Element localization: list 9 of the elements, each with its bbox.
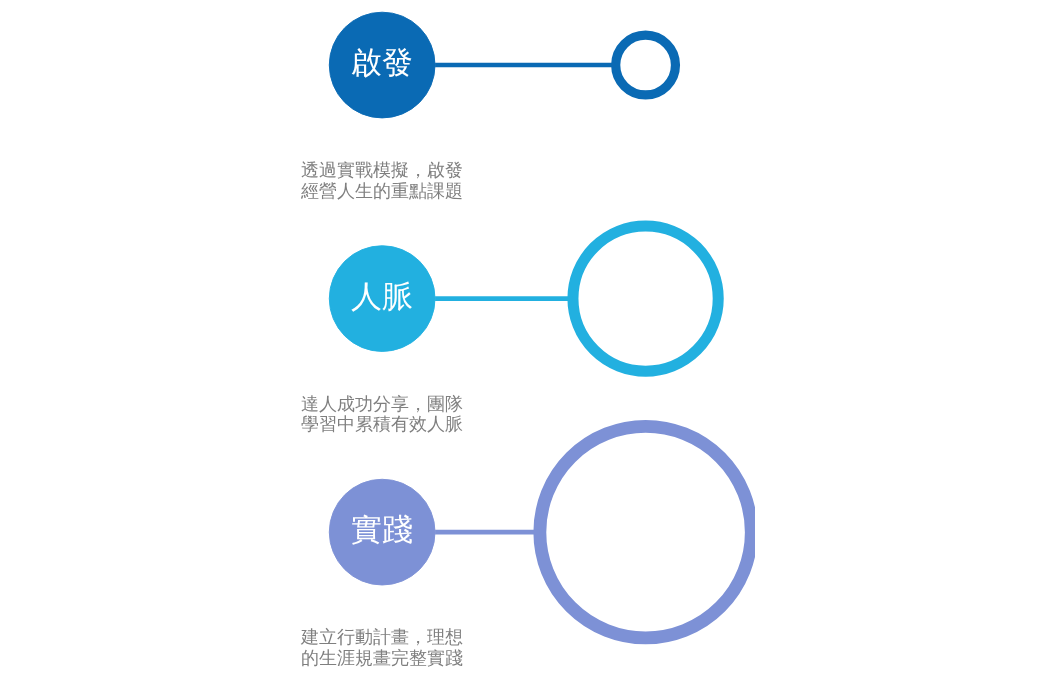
node-circle: 人脈 [328, 245, 436, 352]
node-circle: 實踐 [328, 478, 436, 586]
node-circle: 啟發 [328, 11, 436, 119]
node-circle [611, 30, 681, 100]
node-label: 達人成功分享，團隊學習中累積有效人脈 [301, 392, 464, 435]
node-label: 透過實戰模擬，啟發經營人生的重點課題 [301, 159, 464, 201]
node-circle [567, 220, 724, 377]
node-label: 建立行動計畫，理想的生涯規畫完整實踐 [301, 626, 464, 668]
node-circle [533, 419, 755, 645]
